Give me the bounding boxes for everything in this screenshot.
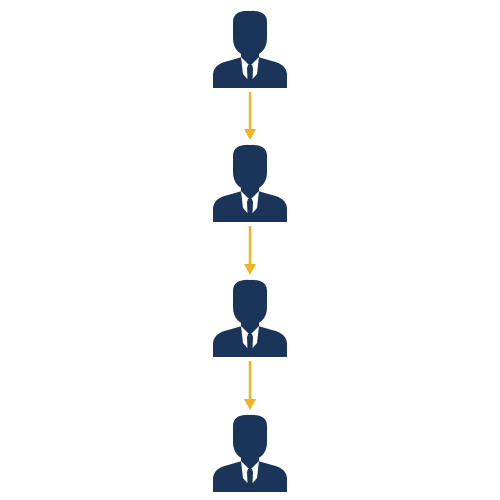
businessman-icon (213, 414, 287, 492)
arrow-down-icon (244, 92, 256, 140)
arrow-down-icon (244, 361, 256, 410)
businessman-icon (213, 279, 287, 357)
businessman-icon (213, 144, 287, 222)
arrow-down-icon (244, 226, 256, 275)
businessman-icon (213, 10, 287, 88)
